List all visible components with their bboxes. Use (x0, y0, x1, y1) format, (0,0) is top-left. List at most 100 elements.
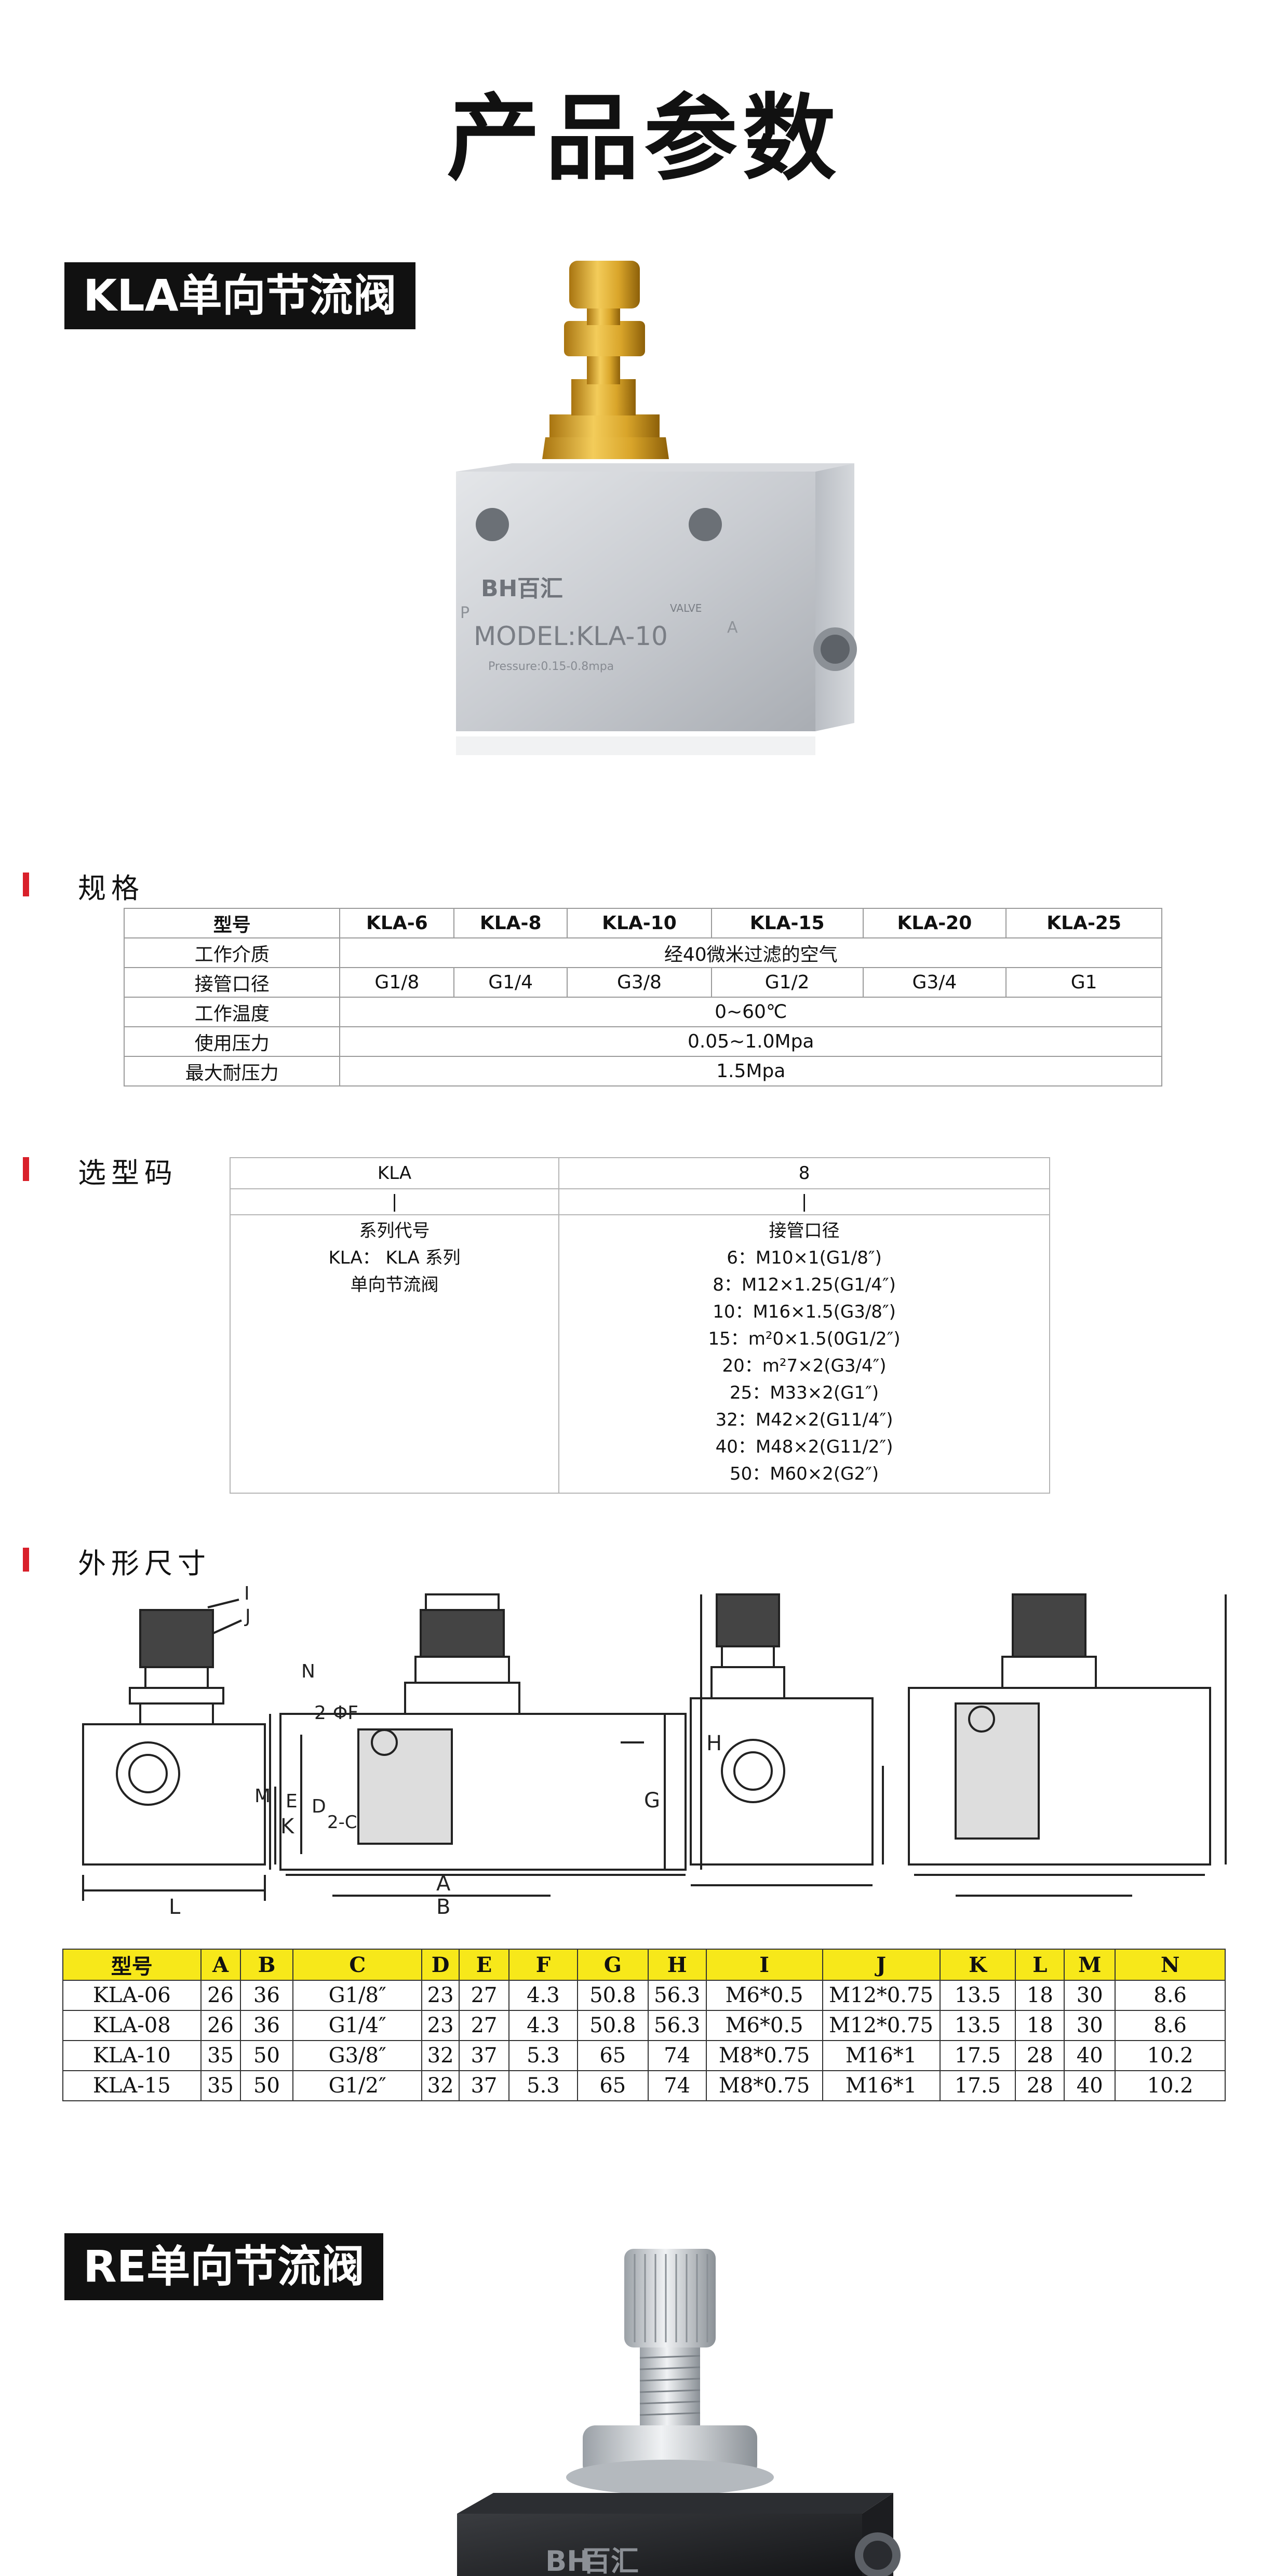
specs-cell: G1/2 (710, 967, 864, 998)
specs-section-title: 规格 (78, 872, 144, 905)
selection-table: KLA 8 | | 系列代号 KLA： KLA 系列 单向节流阀 接管口径 6：… (229, 1157, 1050, 1494)
specs-header-cell: KLA-8 (453, 908, 568, 938)
dim-cell: 4.3 (508, 1980, 578, 2011)
dim-cell: 40 (1064, 2070, 1116, 2101)
table-row: KLA-06 26 36 G1/8″ 23 27 4.3 50.8 56.3 M… (62, 1980, 1226, 2011)
selection-right-line: 32：M42×2(G11/4″) (715, 1410, 893, 1430)
specs-row-value: 经40微米过滤的空气 (339, 937, 1162, 968)
dim-cell: 23 (421, 1980, 460, 2011)
dim-cell: 30 (1064, 1980, 1116, 2011)
dim-header-cell: F (508, 1949, 578, 1981)
selection-right-line: 10：M16×1.5(G3/8″) (713, 1302, 896, 1322)
dim-header-cell: H (647, 1949, 707, 1981)
selection-series-desc: 系列代号 KLA： KLA 系列 单向节流阀 (229, 1214, 560, 1494)
dim-cell: 5.3 (508, 2040, 578, 2071)
dim-header-cell: M (1064, 1949, 1116, 1981)
dimension-drawings: L I J K N 2-ΦF M E D 2-C A B G H (82, 1584, 1227, 1916)
selection-right-line: 20：m²7×2(G3/4″) (722, 1356, 887, 1376)
dim-cell: 50 (239, 2070, 294, 2101)
selection-right-line: 6：M10×1(G1/8″) (727, 1247, 882, 1268)
dim-cell: M16*1 (822, 2070, 941, 2101)
specs-row-pressure: 使用压力 0.05~1.0Mpa (123, 1026, 1162, 1057)
dim-header-cell: C (292, 1949, 423, 1981)
specs-row-label: 最大耐压力 (123, 1056, 341, 1086)
dim-label-j: J (244, 1606, 251, 1627)
dim-header-cell: L (1015, 1949, 1065, 1981)
dim-cell: 17.5 (939, 2070, 1016, 2101)
dim-cell: 35 (200, 2040, 241, 2071)
drawing-section-mark (23, 1548, 29, 1572)
dim-label-f: 2-ΦF (314, 1702, 358, 1724)
dim-cell: KLA-08 (62, 2010, 202, 2041)
dim-cell: 23 (421, 2010, 460, 2041)
dim-cell: 50 (239, 2040, 294, 2071)
selection-code-series: KLA (229, 1157, 560, 1189)
dim-cell: 32 (421, 2040, 460, 2071)
dim-label-k: K (280, 1815, 295, 1839)
dim-cell: G3/8″ (292, 2040, 423, 2071)
valve-body (456, 472, 815, 731)
dim-cell: 26 (200, 2010, 241, 2041)
re-valve-brand-mark: BH (545, 2545, 590, 2576)
dim-label-d: D (312, 1796, 326, 1817)
dim-cell: 56.3 (647, 2010, 707, 2041)
dim-cell: 36 (239, 1980, 294, 2011)
dim-cell: 26 (200, 1980, 241, 2011)
selection-right-line: 50：M60×2(G2″) (729, 1464, 879, 1484)
specs-header-cell: KLA-15 (710, 908, 864, 938)
dim-cell: 50.8 (576, 1980, 649, 2011)
dim-label-n: N (301, 1661, 315, 1682)
dim-cell: 13.5 (939, 2010, 1016, 2041)
selection-separator: | (229, 1188, 560, 1215)
specs-row-medium: 工作介质 经40微米过滤的空气 (123, 937, 1162, 968)
dim-cell: 27 (459, 2010, 509, 2041)
drawing-front-small (82, 1599, 276, 1901)
specs-header-cell: 型号 (123, 908, 341, 938)
specs-row-port: 接管口径 G1/8 G1/4 G3/8 G1/2 G3/4 G1 (123, 967, 1162, 998)
selection-section-mark (23, 1157, 29, 1181)
dim-cell: M6*0.5 (705, 2010, 823, 2041)
dim-label-m: M (254, 1786, 271, 1807)
specs-row-label: 工作温度 (123, 997, 341, 1027)
dim-cell: M12*0.75 (822, 2010, 941, 2041)
dim-header-cell: A (200, 1949, 241, 1981)
specs-row-max-pressure: 最大耐压力 1.5Mpa (123, 1056, 1162, 1086)
dim-header-cell: N (1115, 1949, 1226, 1981)
dim-cell: 28 (1015, 2070, 1065, 2101)
dim-cell: 28 (1015, 2040, 1065, 2071)
drawing-front-large (690, 1593, 884, 1886)
specs-header-cell: KLA-6 (339, 908, 455, 938)
selection-port-desc: 接管口径 6：M10×1(G1/8″) 8：M12×1.25(G1/4″) 10… (558, 1214, 1050, 1494)
dim-cell: 18 (1015, 1980, 1065, 2011)
table-row: KLA-08 26 36 G1/4″ 23 27 4.3 50.8 56.3 M… (62, 2010, 1226, 2041)
dim-cell: 27 (459, 1980, 509, 2011)
dim-cell: 8.6 (1115, 1980, 1226, 2011)
selection-right-line: 接管口径 (769, 1220, 840, 1241)
kla-valve-image: BH 百汇 VALVE MODEL:KLA-10 Pressure:0.15-0… (456, 261, 857, 755)
selection-separator: | (558, 1188, 1050, 1215)
re-valve-image: BH 百汇 (457, 2249, 901, 2576)
valve-brand-mark: BH (481, 575, 517, 602)
specs-cell: G1/4 (453, 967, 568, 998)
specs-cell: G1 (1005, 967, 1162, 998)
dim-header-cell: E (459, 1949, 509, 1981)
selection-right-line: 8：M12×1.25(G1/4″) (713, 1274, 896, 1295)
dim-cell: 5.3 (508, 2070, 578, 2101)
selection-section-title: 选型码 (78, 1157, 178, 1189)
specs-row-label: 使用压力 (123, 1026, 341, 1057)
dim-label-h: H (706, 1732, 722, 1755)
dim-label-c: 2-C (327, 1812, 357, 1833)
dim-header-cell: B (239, 1949, 294, 1981)
specs-header-row: 型号 KLA-6 KLA-8 KLA-10 KLA-15 KLA-20 KLA-… (123, 908, 1162, 938)
specs-cell: G1/8 (339, 967, 455, 998)
dim-cell: G1/2″ (292, 2070, 423, 2101)
dim-cell: 40 (1064, 2040, 1116, 2071)
specs-header-cell: KLA-10 (567, 908, 712, 938)
dim-label-i: I (244, 1584, 250, 1604)
port-a-label: A (727, 619, 738, 637)
re-badge: RE单向节流阀 (64, 2233, 384, 2300)
dim-header-cell: G (576, 1949, 649, 1981)
specs-row-label: 接管口径 (123, 967, 341, 998)
dim-header-cell: D (421, 1949, 460, 1981)
selection-code-port: 8 (558, 1157, 1050, 1189)
